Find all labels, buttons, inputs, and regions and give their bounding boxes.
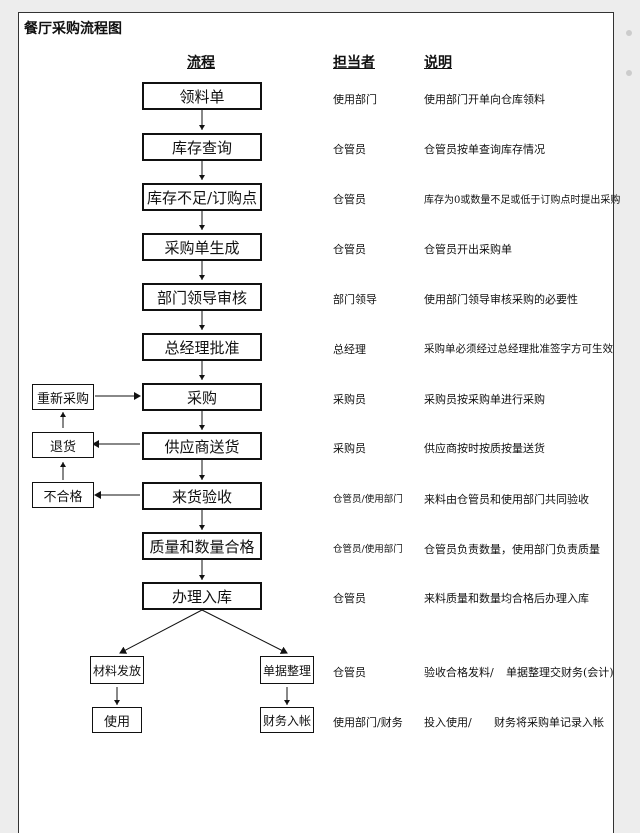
branch-box-document-sort: 单据整理 — [260, 656, 314, 684]
scroll-indicator-dot — [626, 70, 632, 76]
flow-step-purchase: 采购 — [142, 383, 262, 411]
row-owner: 总经理 — [333, 343, 366, 356]
row-description: 验收合格发料/ — [424, 666, 494, 679]
flow-step-requisition: 领料单 — [142, 82, 262, 110]
row-description: 财务将采购单记录入帐 — [494, 716, 604, 729]
row-description: 仓管员负责数量，使用部门负责质量 — [424, 543, 600, 556]
flow-step-inventory-check: 库存查询 — [142, 133, 262, 161]
flow-step-supplier-delivery: 供应商送货 — [142, 432, 262, 460]
branch-box-material-issue: 材料发放 — [90, 656, 144, 684]
flow-step-dept-review: 部门领导审核 — [142, 283, 262, 311]
row-description: 使用部门领导审核采购的必要性 — [424, 293, 578, 306]
row-owner: 部门领导 — [333, 293, 377, 306]
branch-box-use: 使用 — [92, 707, 142, 733]
row-owner: 仓管员 — [333, 243, 366, 256]
row-owner: 采购员 — [333, 442, 366, 455]
row-description: 供应商按时按质按量送货 — [424, 442, 545, 455]
row-description: 采购员按采购单进行采购 — [424, 393, 545, 406]
scroll-indicator-dot — [626, 30, 632, 36]
row-description: 单据整理交财务(会计) — [506, 666, 614, 679]
row-owner: 仓管员 — [333, 592, 366, 605]
scroll-gutter — [614, 0, 640, 820]
side-box-return: 退货 — [32, 432, 94, 458]
side-box-reorder: 重新采购 — [32, 384, 94, 410]
row-description: 仓管员按单查询库存情况 — [424, 143, 545, 156]
header-owner: 担当者 — [333, 55, 375, 71]
flow-step-warehouse-in: 办理入库 — [142, 582, 262, 610]
row-owner: 采购员 — [333, 393, 366, 406]
row-owner: 仓管员 — [333, 143, 366, 156]
branch-box-finance-entry: 财务入帐 — [260, 707, 314, 733]
row-owner: 仓管员 — [333, 193, 366, 206]
row-description: 仓管员开出采购单 — [424, 243, 512, 256]
flow-step-gm-approve: 总经理批准 — [142, 333, 262, 361]
row-description: 库存为0或数量不足或低于订购点时提出采购 — [424, 195, 621, 206]
header-desc: 说明 — [424, 55, 452, 71]
arrow-branch-right — [201, 609, 288, 654]
flow-step-quality-pass: 质量和数量合格 — [142, 532, 262, 560]
flow-step-shortage: 库存不足/订购点 — [142, 183, 262, 211]
flow-step-inspection: 来货验收 — [142, 482, 262, 510]
row-description: 来料由仓管员和使用部门共同验收 — [424, 493, 589, 506]
arrow-branch-left — [119, 609, 203, 654]
flow-step-po-generate: 采购单生成 — [142, 233, 262, 261]
row-description: 来料质量和数量均合格后办理入库 — [424, 592, 589, 605]
row-description: 投入使用/ — [424, 716, 472, 729]
row-description: 使用部门开单向仓库领料 — [424, 93, 545, 106]
side-box-reject: 不合格 — [32, 482, 94, 508]
row-owner: 仓管员 — [333, 666, 366, 679]
row-owner: 使用部门/财务 — [333, 716, 403, 729]
row-owner: 仓管员/使用部门 — [333, 544, 403, 555]
header-flow: 流程 — [187, 55, 215, 71]
row-owner: 使用部门 — [333, 93, 377, 106]
row-owner: 仓管员/使用部门 — [333, 494, 403, 505]
row-description: 采购单必须经过总经理批准签字方可生效 — [424, 343, 613, 355]
document-title: 餐厅采购流程图 — [24, 21, 122, 37]
